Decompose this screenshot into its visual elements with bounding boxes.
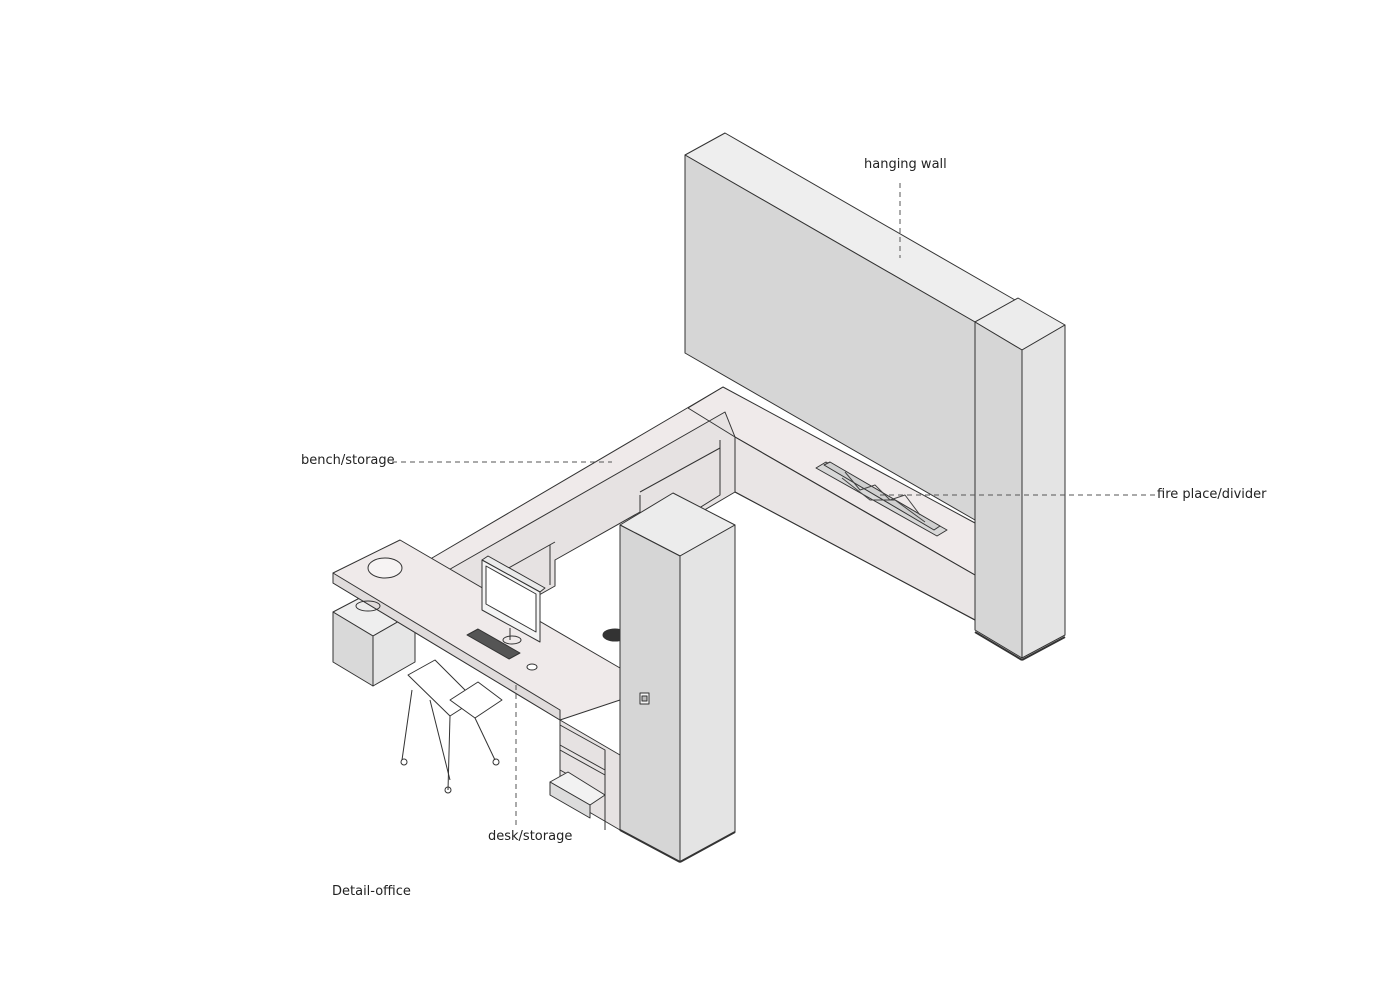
label-fire-place-divider: fire place/divider xyxy=(1157,487,1267,502)
label-desk-storage: desk/storage xyxy=(488,829,573,844)
monitor-icon xyxy=(481,555,546,645)
mouse-icon xyxy=(526,663,538,671)
fireplace-burner-icon xyxy=(815,461,948,537)
chair-icon xyxy=(400,659,503,794)
keyboard-icon xyxy=(466,628,521,660)
tall-column-front xyxy=(619,492,736,863)
label-bench-storage: bench/storage xyxy=(301,453,395,468)
tall-column-right xyxy=(974,297,1066,661)
label-hanging-wall: hanging wall xyxy=(864,157,947,172)
diagram-caption: Detail-office xyxy=(332,884,411,899)
